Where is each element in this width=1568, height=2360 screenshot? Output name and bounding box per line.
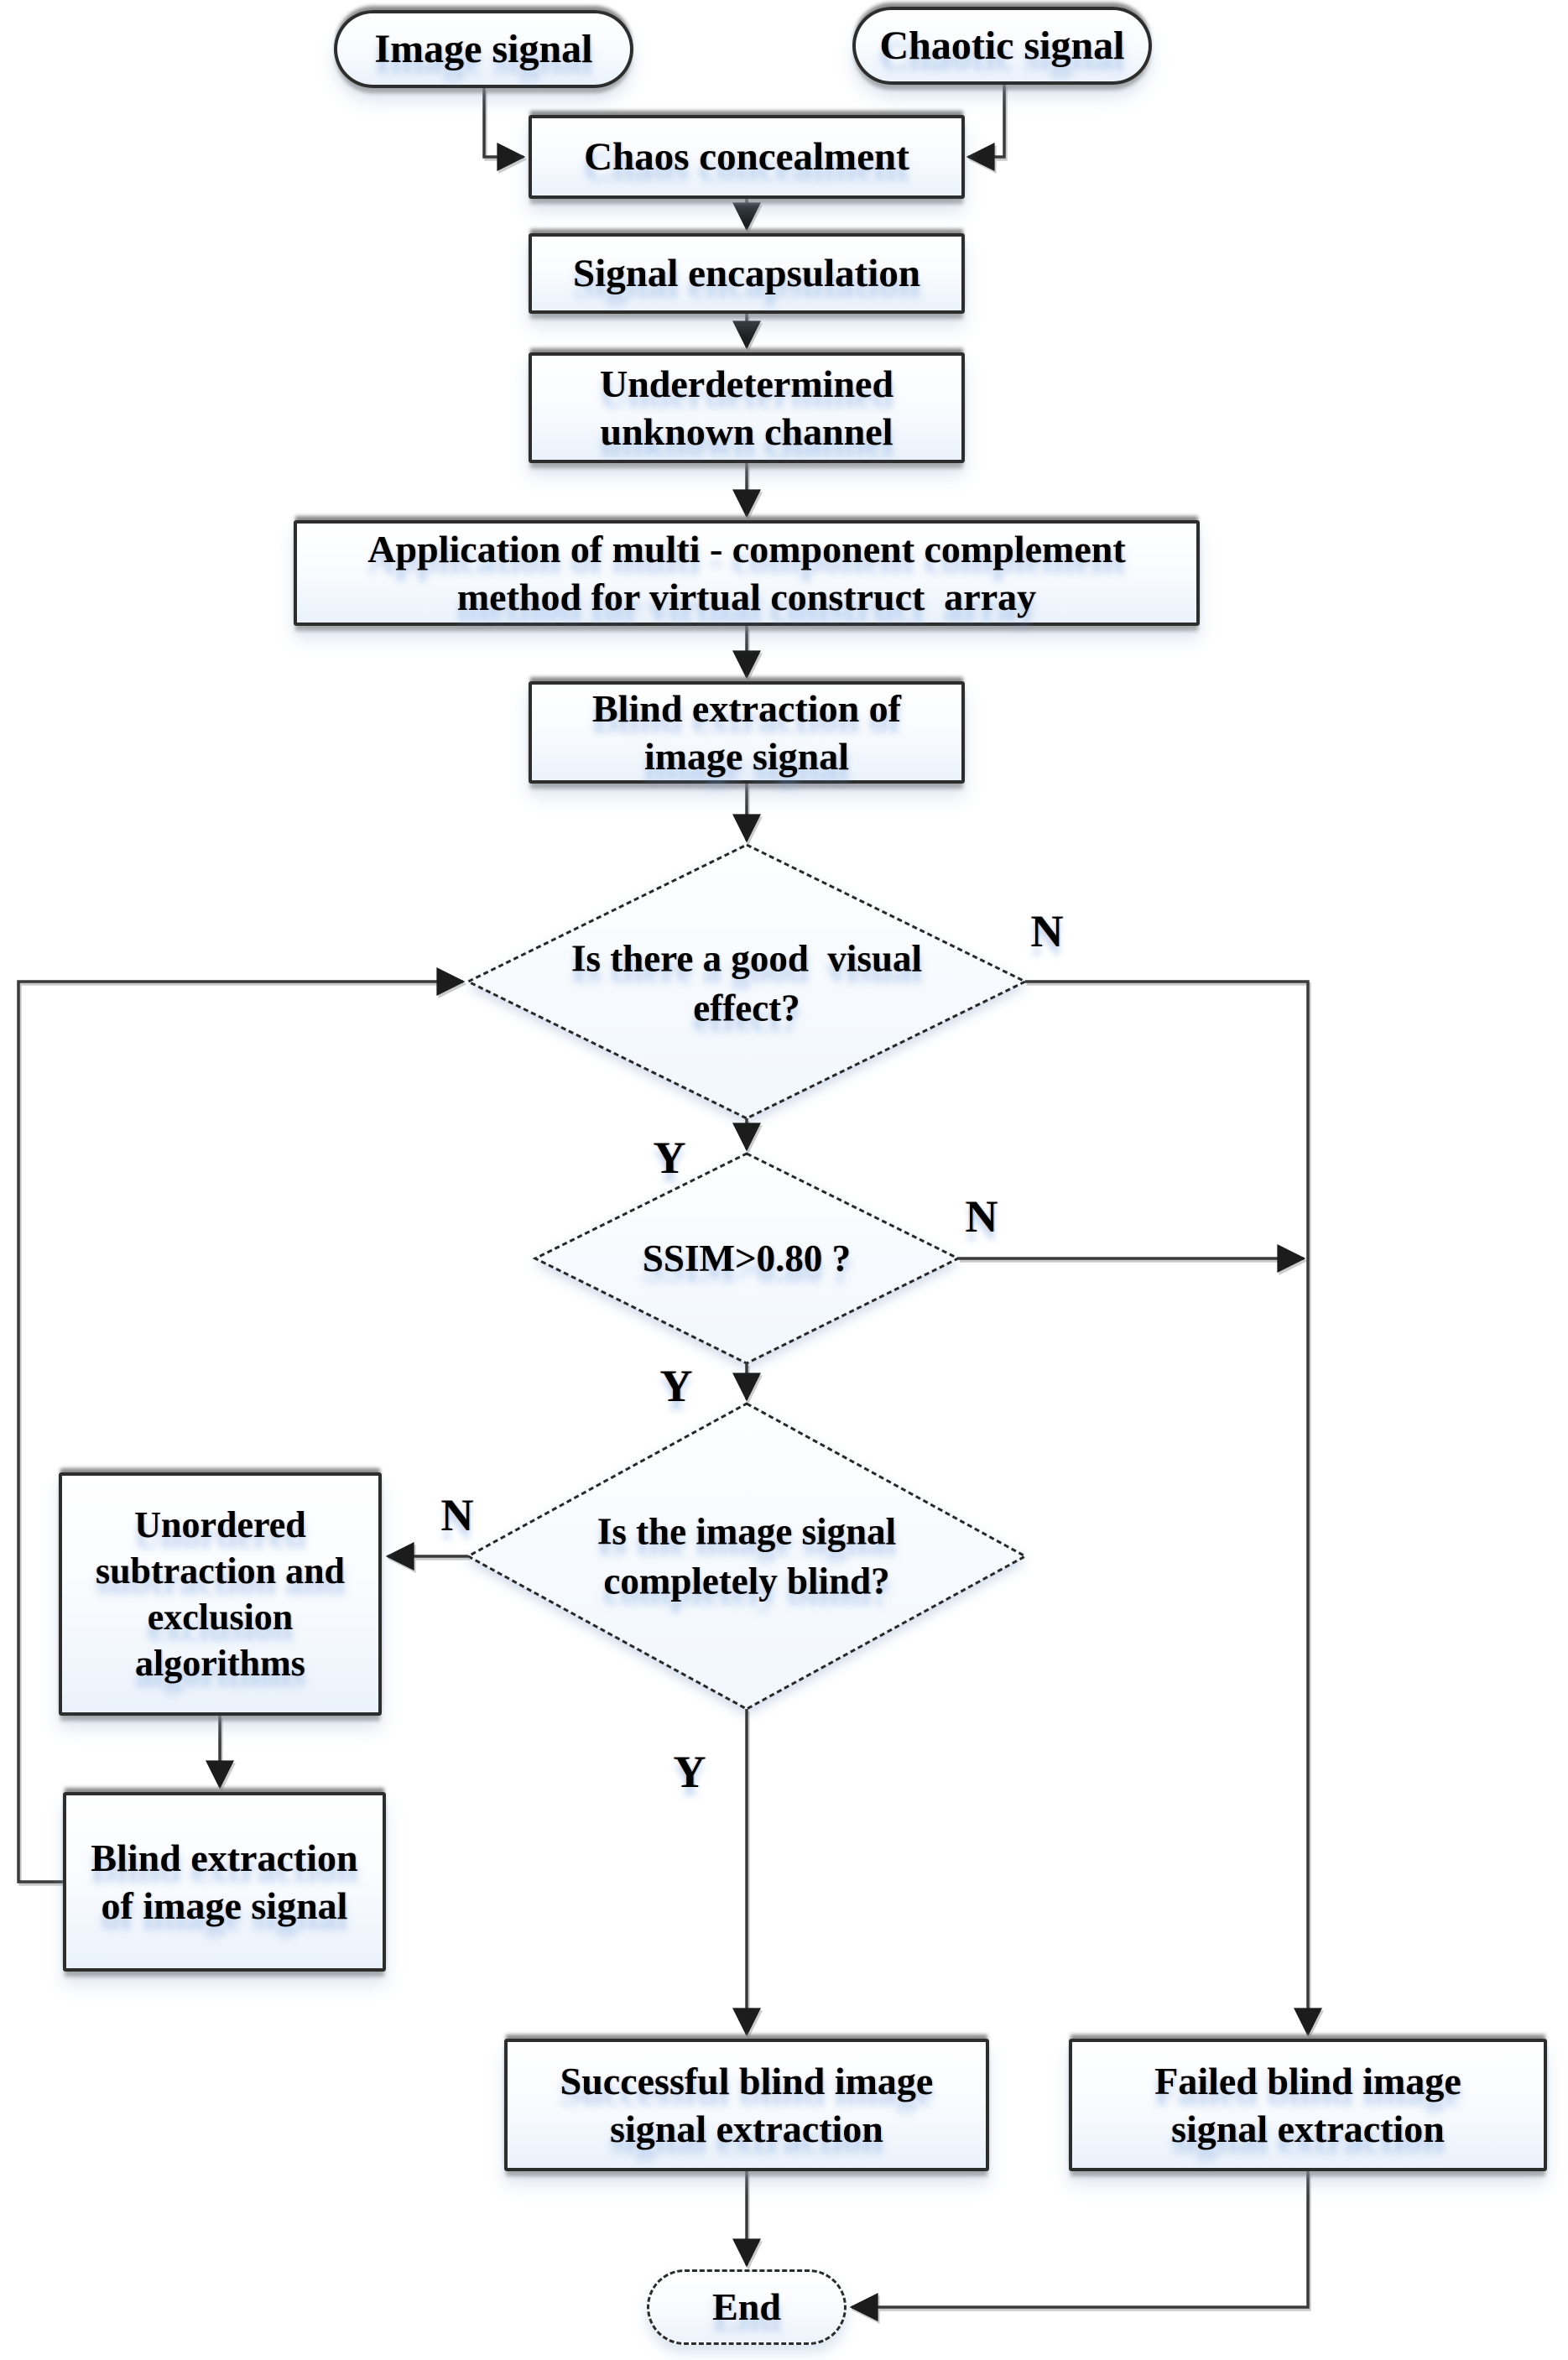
decision-completely-blind-label: Is the image signal completely blind? — [596, 1510, 897, 1602]
node-unordered-subtraction: Unordered subtraction and exclusion algo… — [59, 1472, 382, 1716]
node-successful-extraction: Successful blind image signal extraction — [504, 2039, 989, 2171]
decision-completely-blind-shape — [465, 1402, 1029, 1711]
branch-label-ssim-y: Y — [659, 1361, 693, 1411]
edge-visual-effect-no — [1025, 980, 1322, 2037]
edge-failed-to-end — [849, 2171, 1310, 2321]
edge-loop-back-to-visual-effect — [17, 967, 466, 1883]
node-application-multi-component: Application of multi - component complem… — [294, 520, 1200, 626]
node-chaotic-signal: Chaotic signal — [852, 7, 1152, 85]
node-signal-encapsulation: Signal encapsulation — [529, 233, 965, 314]
branch-label-blind-y: Y — [673, 1747, 706, 1797]
node-blind-extraction-2: Blind extraction of image signal — [63, 1792, 386, 1972]
node-blind-extraction-1: Blind extraction of image signal — [529, 681, 965, 784]
edge-image-signal-to-chaos — [482, 88, 526, 171]
branch-label-blind-n: N — [440, 1490, 474, 1540]
node-chaos-concealment: Chaos concealment — [529, 115, 965, 199]
branch-label-visual-effect-y: Y — [653, 1133, 686, 1183]
node-underdetermined-channel: Underdetermined unknown channel — [529, 352, 965, 463]
branch-label-visual-effect-n: N — [1030, 906, 1064, 956]
decision-ssim-label: SSIM>0.80 ? — [642, 1237, 852, 1279]
decision-visual-effect-label: Is there a good visual effect? — [571, 937, 922, 1029]
decision-visual-effect-shape — [465, 843, 1029, 1120]
edge-chaotic-signal-to-chaos — [966, 84, 1006, 171]
branch-label-ssim-n: N — [965, 1191, 998, 1242]
node-image-signal: Image signal — [334, 10, 633, 88]
node-failed-extraction: Failed blind image signal extraction — [1069, 2039, 1547, 2171]
node-end: End — [647, 2269, 847, 2345]
